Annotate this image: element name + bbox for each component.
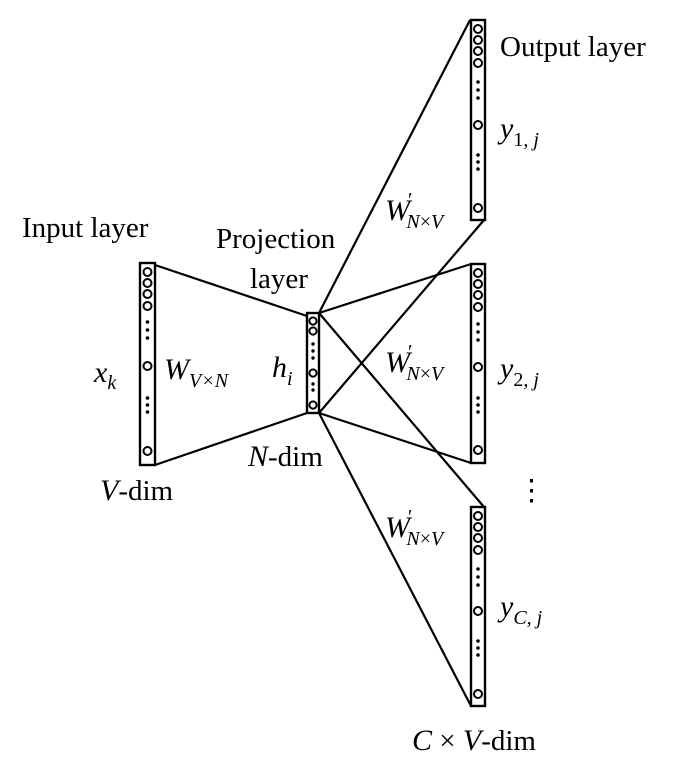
output-column-c bbox=[469, 505, 487, 708]
connections bbox=[154, 19, 485, 707]
output-node bbox=[473, 606, 483, 616]
input-layer-label: Input layer bbox=[22, 212, 149, 244]
output-node bbox=[473, 362, 483, 372]
edge-out1-top bbox=[318, 19, 471, 314]
projection-layer-label-line1: Projection bbox=[216, 223, 336, 255]
projection-dimension-label: N-dim bbox=[247, 440, 323, 473]
output-weight-label-1: W′N×V bbox=[385, 189, 446, 233]
input-node bbox=[142, 301, 153, 311]
edge-input-bottom bbox=[154, 411, 308, 467]
input-node bbox=[142, 278, 153, 288]
output-node bbox=[473, 120, 483, 130]
output-columns-ellipsis: ⋮ bbox=[517, 475, 546, 507]
output-weight-label-2: W′N×V bbox=[385, 341, 446, 385]
output-node bbox=[473, 533, 483, 543]
output-node bbox=[473, 279, 483, 289]
projection-layer-column bbox=[305, 311, 321, 415]
projection-node bbox=[308, 400, 318, 410]
output-weight-label-c: W′N×V bbox=[385, 506, 446, 550]
output-node bbox=[473, 268, 483, 278]
edge-out1-bottom bbox=[318, 219, 485, 414]
output-node bbox=[473, 511, 483, 521]
projection-node bbox=[308, 326, 318, 336]
output-column-2 bbox=[469, 262, 487, 465]
output-vector-label-c: yC, j bbox=[497, 590, 543, 629]
output-node bbox=[473, 46, 483, 56]
projection-node bbox=[308, 316, 318, 326]
input-node bbox=[142, 446, 153, 456]
input-node bbox=[142, 361, 153, 371]
input-node bbox=[142, 267, 153, 277]
output-node bbox=[473, 58, 483, 68]
output-node bbox=[473, 522, 483, 532]
input-weight-label: WV×N bbox=[164, 353, 230, 392]
output-column-1 bbox=[469, 18, 487, 222]
output-node bbox=[473, 24, 483, 34]
input-node bbox=[142, 289, 153, 299]
input-vector-label: xk bbox=[93, 356, 117, 394]
output-node bbox=[473, 689, 483, 699]
edge-outc-bottom bbox=[318, 412, 472, 707]
input-dimension-label: V-dim bbox=[100, 474, 174, 507]
projection-node bbox=[308, 368, 318, 378]
output-node bbox=[473, 545, 483, 555]
output-node bbox=[473, 290, 483, 300]
hidden-vector-label: hi bbox=[272, 351, 293, 390]
projection-layer-label-line2: layer bbox=[250, 263, 308, 295]
output-node bbox=[473, 302, 483, 312]
output-vector-label-2: y2, j bbox=[497, 352, 539, 391]
output-vector-label-1: y1, j bbox=[497, 112, 539, 151]
output-dimension-label: C × V-dim bbox=[412, 724, 536, 757]
edge-out2-top bbox=[318, 262, 472, 315]
edge-out2-bottom bbox=[318, 411, 472, 465]
output-node bbox=[473, 203, 483, 213]
edge-outc-top bbox=[318, 312, 485, 508]
output-node bbox=[473, 35, 483, 45]
edge-input-top bbox=[154, 263, 308, 318]
output-node bbox=[473, 445, 483, 455]
input-layer-column bbox=[138, 261, 157, 467]
output-layer-label: Output layer bbox=[500, 31, 646, 63]
